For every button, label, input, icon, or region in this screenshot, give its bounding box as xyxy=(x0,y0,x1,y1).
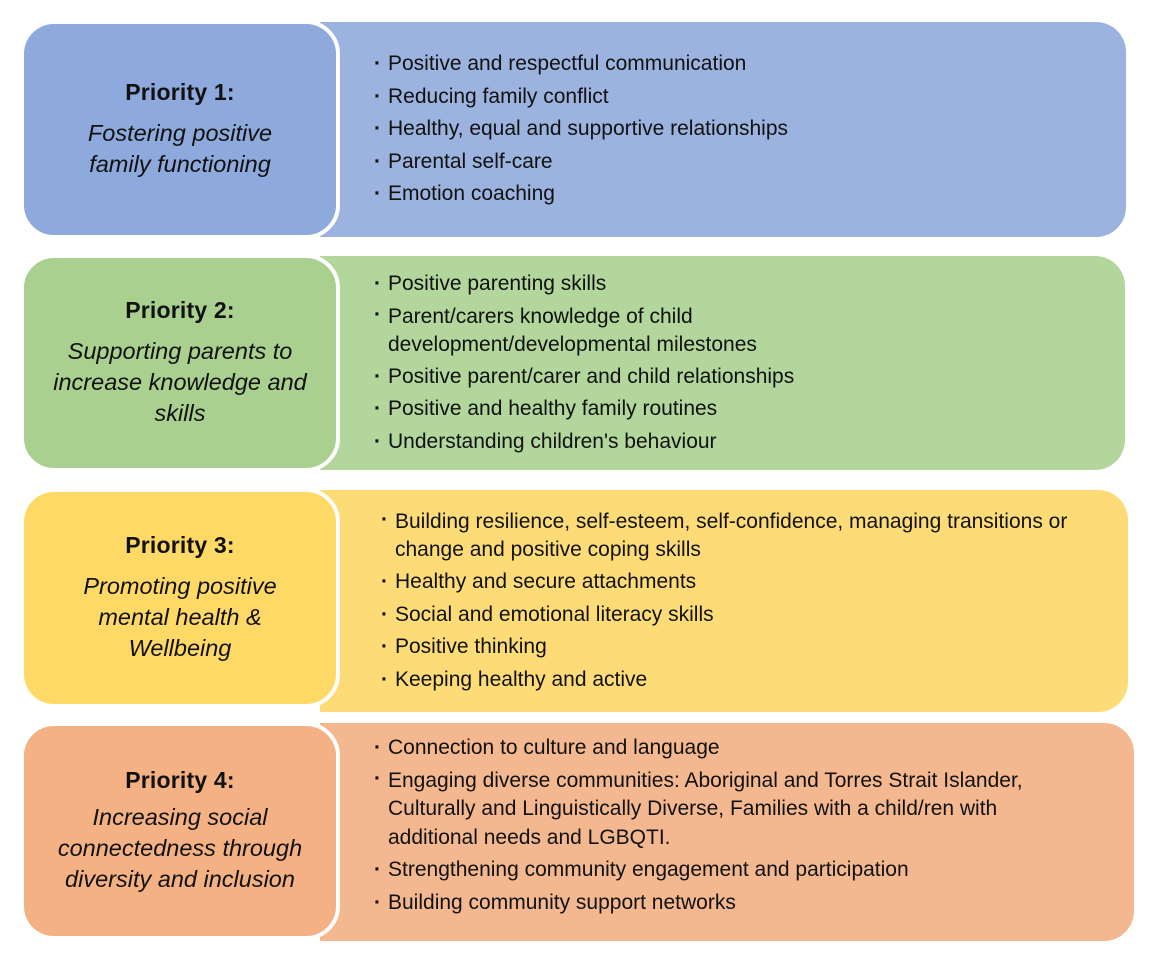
priority-1-title: Priority 1: xyxy=(125,79,235,105)
list-item: Engaging diverse communities: Aboriginal… xyxy=(374,765,1074,855)
priority-2-item-list: Positive parenting skills Parent/carers … xyxy=(374,268,914,458)
list-item: Healthy and secure attachments xyxy=(381,566,1071,599)
list-item: Emotion coaching xyxy=(374,178,788,211)
list-item: Social and emotional literacy skills xyxy=(381,599,1071,632)
list-item: Connection to culture and language xyxy=(374,732,1074,765)
priority-1-item-list: Positive and respectful communication Re… xyxy=(374,48,788,211)
list-item: Positive and respectful communication xyxy=(374,48,788,81)
list-item: Building resilience, self-esteem, self-c… xyxy=(381,506,1071,566)
list-item: Parental self-care xyxy=(374,146,788,179)
priority-4-item-list: Connection to culture and language Engag… xyxy=(374,732,1074,919)
list-item: Healthy, equal and supportive relationsh… xyxy=(374,113,788,146)
list-item: Strengthening community engagement and p… xyxy=(374,854,1074,887)
priority-2-label-box: Priority 2: Supporting parents to increa… xyxy=(20,254,340,472)
priority-2-description: Supporting parents to increase knowledge… xyxy=(53,338,307,426)
priority-1-label-box: Priority 1: Fostering positive family fu… xyxy=(20,20,340,239)
priority-4-description: Increasing social connectedness through … xyxy=(57,804,303,892)
list-item: Positive thinking xyxy=(381,631,1071,664)
priority-1-description: Fostering positive family functioning xyxy=(87,120,273,177)
list-item: Understanding children's behaviour xyxy=(374,426,914,459)
list-item: Reducing family conflict xyxy=(374,81,788,114)
priority-2-title: Priority 2: xyxy=(125,297,235,323)
list-item: Positive and healthy family routines xyxy=(374,393,914,426)
priority-4-label-box: Priority 4: Increasing social connectedn… xyxy=(20,722,340,940)
priority-3-item-list: Building resilience, self-esteem, self-c… xyxy=(381,506,1071,696)
list-item: Parent/carers knowledge of child develop… xyxy=(374,301,914,361)
priority-4-title: Priority 4: xyxy=(125,767,235,793)
priority-3-title: Priority 3: xyxy=(125,532,235,558)
priority-3-description: Promoting positive mental health & Wellb… xyxy=(83,573,277,661)
list-item: Building community support networks xyxy=(374,887,1074,920)
priority-3-label-box: Priority 3: Promoting positive mental he… xyxy=(20,488,340,708)
list-item: Positive parenting skills xyxy=(374,268,914,301)
list-item: Keeping healthy and active xyxy=(381,664,1071,697)
list-item: Positive parent/carer and child relation… xyxy=(374,361,914,394)
